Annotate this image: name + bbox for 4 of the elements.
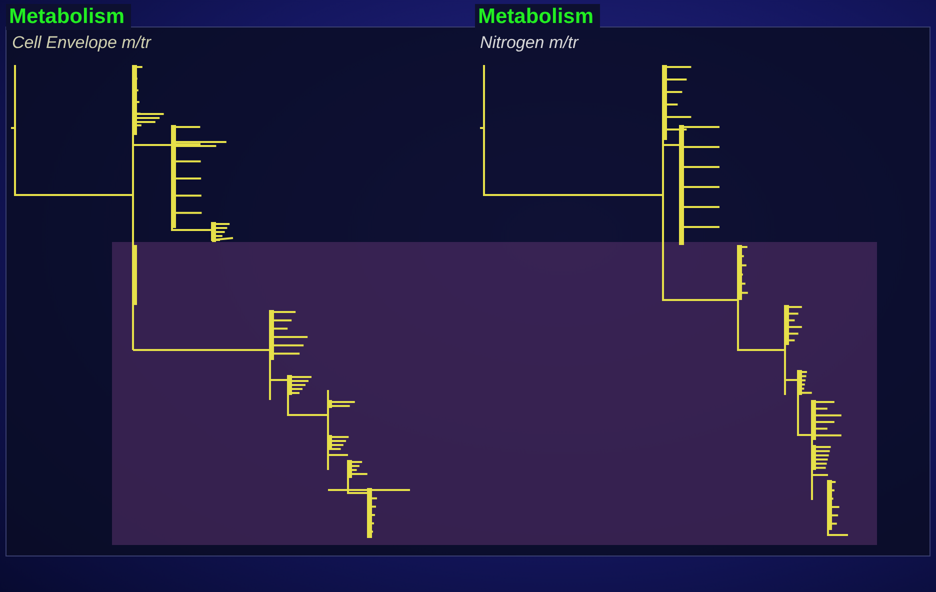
panel-heading: Metabolism xyxy=(6,4,131,30)
panel-heading: Metabolism xyxy=(475,4,600,30)
panel-subtitle: Cell Envelope m/tr xyxy=(12,33,151,53)
panel-subtitle: Nitrogen m/tr xyxy=(480,33,578,53)
